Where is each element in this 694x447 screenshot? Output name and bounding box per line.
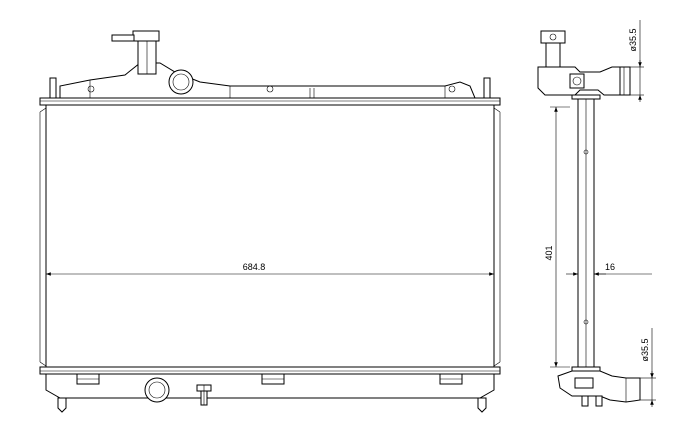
- width-dimension: 684.8: [46, 262, 494, 276]
- top-tank: [59, 62, 476, 99]
- side-bottom-tank: [557, 370, 641, 407]
- side-top-tank: [537, 66, 631, 96]
- front-view: 684.8: [39, 30, 501, 413]
- side-view: 401 16 ø35.5 ø35.5: [537, 20, 656, 407]
- width-dimension-label: 684.8: [243, 262, 266, 272]
- height-dimension-label: 401: [544, 245, 554, 260]
- inlet-diameter-label: ø35.5: [628, 28, 638, 51]
- outlet-diameter-label: ø35.5: [640, 338, 650, 361]
- radiator-core: [39, 104, 501, 368]
- inlet-port: [168, 69, 194, 95]
- thickness-dimension: 16: [566, 262, 652, 276]
- bottom-tank: [45, 373, 495, 399]
- thickness-dimension-label: 16: [605, 262, 615, 272]
- height-dimension: 401: [544, 106, 570, 368]
- outlet-port: [144, 377, 170, 403]
- bottom-mount-pins: [57, 397, 487, 413]
- filler-neck: [111, 30, 160, 75]
- drain-plug: [196, 384, 212, 406]
- side-filler-cap: [540, 30, 566, 68]
- inlet-diameter-dimension: ø35.5: [628, 20, 644, 102]
- bottom-header-plate: [39, 366, 501, 375]
- outlet-diameter-dimension: ø35.5: [640, 328, 656, 407]
- top-header-plate: [39, 97, 501, 106]
- side-core: [571, 94, 601, 372]
